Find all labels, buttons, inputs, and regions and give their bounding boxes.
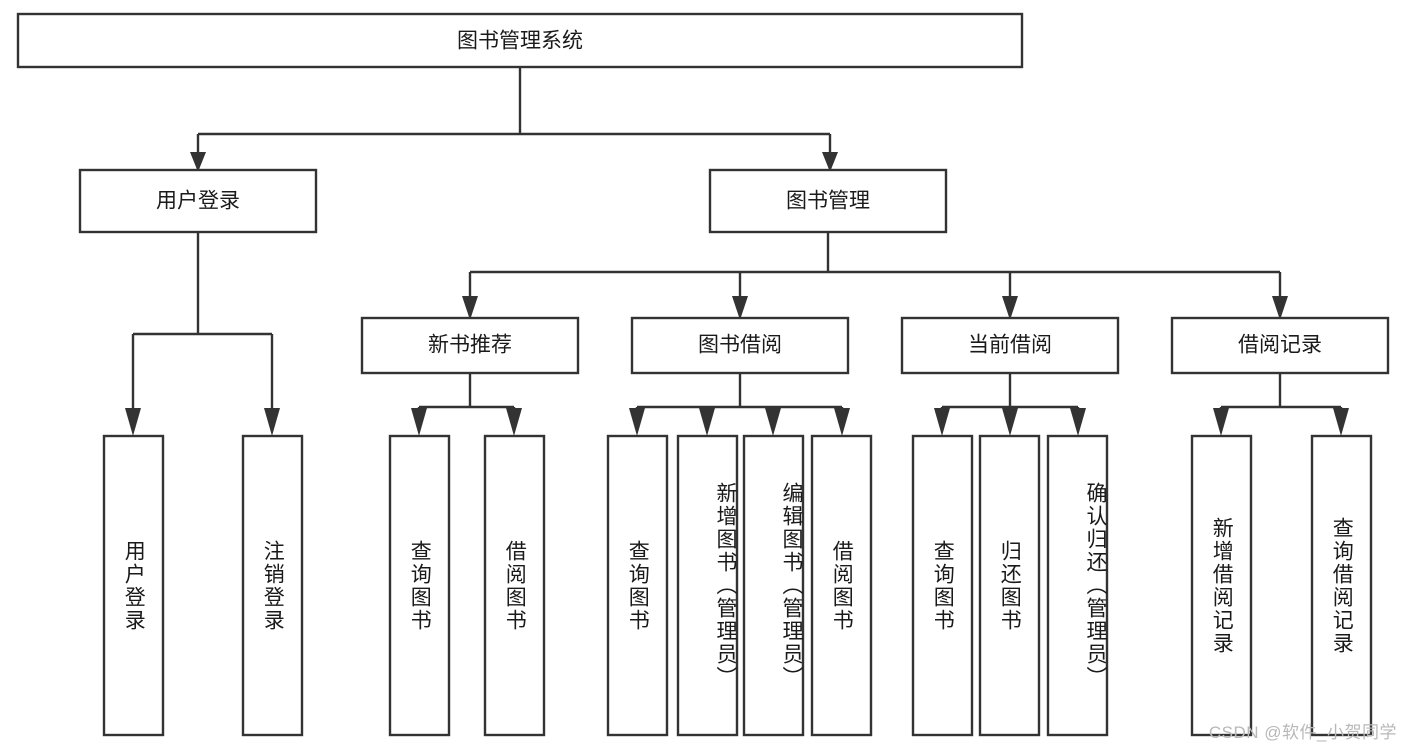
node-book-borrow-label: 图书借阅	[698, 334, 782, 357]
leaf-box-borrow-book-1[interactable]	[483, 434, 546, 737]
leaf-box-layer	[102, 434, 1373, 737]
node-root-label: 图书管理系统	[457, 30, 583, 53]
node-book-borrow[interactable]: 图书借阅	[630, 316, 850, 375]
node-current-borrow-box[interactable]	[900, 316, 1120, 375]
leaf-box-borrow-book-2[interactable]	[810, 434, 873, 737]
arrowhead-leaf-return-book	[1002, 408, 1018, 436]
edge-borrowrecord-bus	[1219, 373, 1343, 412]
node-new-book-recommend[interactable]: 新书推荐	[360, 316, 580, 375]
node-borrow-record[interactable]: 借阅记录	[1170, 316, 1390, 375]
leaf-box-user-login[interactable]	[102, 434, 165, 737]
node-new-book-recommend-label: 新书推荐	[428, 334, 512, 357]
edge-root-bus	[196, 67, 832, 154]
node-root[interactable]: 图书管理系统	[16, 12, 1024, 69]
arrowhead-to-book-borrow	[732, 296, 748, 320]
leaf-box-query-book-2[interactable]	[606, 434, 669, 737]
node-user-login[interactable]: 用户登录	[78, 168, 318, 234]
node-root-box[interactable]	[16, 12, 1024, 69]
arrowhead-to-current-borrow	[1002, 296, 1018, 320]
node-user-login-box[interactable]	[78, 168, 318, 234]
leaf-box-query-book-1[interactable]	[388, 434, 451, 737]
arrowhead-leaf-edit-book	[765, 408, 781, 436]
node-book-management-box[interactable]	[708, 168, 948, 234]
leaf-box-query-book-3[interactable]	[911, 434, 974, 737]
leaf-box-edit-book[interactable]	[742, 434, 805, 737]
node-borrow-record-label: 借阅记录	[1238, 334, 1322, 357]
node-new-book-recommend-box[interactable]	[360, 316, 580, 375]
leaf-box-logout[interactable]	[241, 434, 304, 737]
node-current-borrow-label: 当前借阅	[968, 334, 1052, 357]
edge-bookborrow-bus	[635, 373, 844, 412]
node-book-borrow-box[interactable]	[630, 316, 850, 375]
edge-bookmgmt-bus	[468, 232, 1282, 300]
watermark-text: CSDN @软件_小贺同学	[1208, 723, 1397, 742]
arrowhead-leaf-user-login	[125, 408, 141, 436]
arrowhead-to-new-book-rec	[462, 296, 478, 320]
arrowhead-leaf-borrow-book-2	[834, 408, 850, 436]
arrowhead-to-book-mgmt	[822, 152, 838, 172]
edge-currentborrow-bus	[940, 373, 1080, 412]
arrowhead-leaf-borrow-book-1	[506, 408, 522, 436]
arrowhead-leaf-confirm-return	[1070, 408, 1086, 436]
node-borrow-record-box[interactable]	[1170, 316, 1390, 375]
arrowhead-leaf-query-book-2	[629, 408, 645, 436]
arrowhead-leaf-query-record	[1333, 408, 1349, 436]
arrowhead-leaf-query-book-3	[934, 408, 950, 436]
leaf-box-query-record[interactable]	[1310, 434, 1373, 737]
leaf-box-confirm-return[interactable]	[1046, 434, 1109, 737]
edge-userlogin-bus	[131, 232, 274, 412]
leaf-box-add-record[interactable]	[1190, 434, 1253, 737]
arrowhead-leaf-query-book-1	[411, 408, 427, 436]
node-current-borrow[interactable]: 当前借阅	[900, 316, 1120, 375]
edge-newbook-bus	[417, 373, 516, 412]
arrowhead-leaf-logout	[264, 408, 280, 436]
arrowhead-to-borrow-record	[1272, 296, 1288, 320]
leaf-box-add-book[interactable]	[676, 434, 739, 737]
leaf-box-return-book[interactable]	[978, 434, 1041, 737]
arrowhead-leaf-add-book	[699, 408, 715, 436]
connector-layer	[125, 67, 1349, 436]
node-book-management-label: 图书管理	[786, 190, 870, 213]
node-user-login-label: 用户登录	[156, 190, 240, 213]
arrowhead-to-user-login	[190, 152, 206, 172]
arrowhead-leaf-add-record	[1213, 408, 1229, 436]
node-book-management[interactable]: 图书管理	[708, 168, 948, 234]
